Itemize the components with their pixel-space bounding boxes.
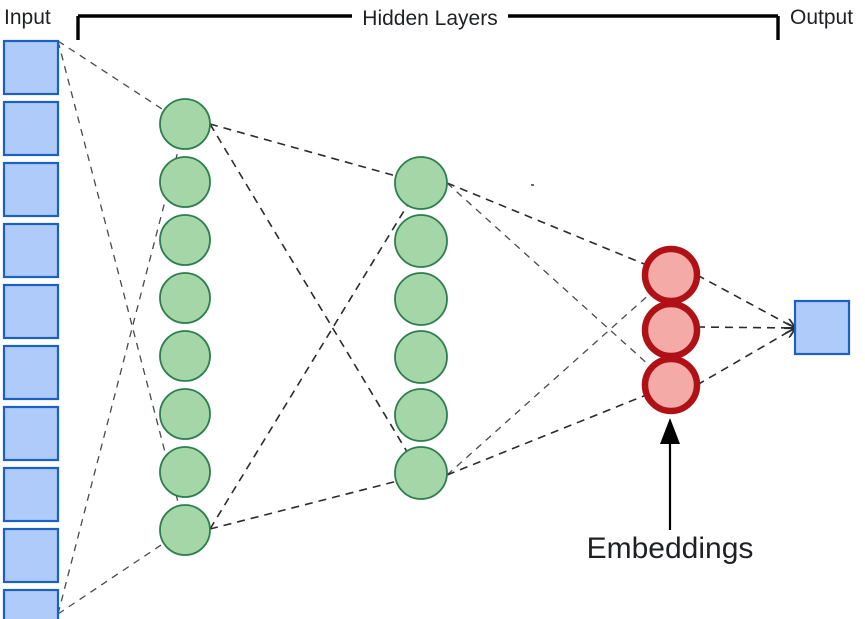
hidden-layer-1-node (159, 388, 211, 440)
input-layer-node (2, 405, 60, 462)
output-layer (793, 299, 851, 356)
connection-edge (696, 274, 795, 328)
hidden-layer-2-node (394, 272, 448, 326)
hidden-layer-2-node (394, 446, 448, 500)
hidden-layer-2-node (394, 214, 448, 268)
embeddings-annotation (531, 184, 680, 530)
connection-edge (209, 123, 421, 475)
hidden-layer-1 (159, 98, 211, 556)
hidden-layer-1-node (159, 330, 211, 382)
hidden-layer-1-node (159, 504, 211, 556)
hidden-layer-1-node (159, 446, 211, 498)
connection-edge (57, 124, 185, 615)
output-layer-node (793, 299, 851, 356)
hidden-layer-2-node (394, 330, 448, 384)
input-layer-node (2, 527, 60, 584)
connection-edge (696, 328, 795, 386)
connection-edge (209, 123, 421, 183)
hidden-layers-bracket (76, 14, 780, 40)
connection-edges (57, 40, 795, 615)
embedding-layer (641, 245, 701, 415)
embeddings-arrow-head (660, 418, 680, 444)
embedding-layer-node (641, 300, 701, 360)
hidden-layer-1-node (159, 214, 211, 266)
input-layer-node (2, 39, 60, 96)
layer-nodes (2, 39, 851, 619)
input-layer-node (2, 222, 60, 279)
connection-edge (696, 327, 795, 328)
connection-edge (209, 475, 421, 530)
input-layer-node (2, 588, 60, 619)
hidden-layers-label: Hidden Layers (362, 7, 497, 30)
hidden-layer-1-node (159, 156, 211, 208)
embeddings-label: Embeddings (587, 532, 754, 565)
input-layer-node (2, 466, 60, 523)
input-label: Input (4, 6, 51, 29)
connection-edge (446, 182, 671, 385)
connection-edge (57, 40, 185, 529)
input-layer-node (2, 100, 60, 157)
hidden-layer-1-node (159, 98, 211, 150)
embedding-layer-node (641, 355, 701, 415)
input-layer-node (2, 161, 60, 218)
output-label: Output (790, 6, 853, 29)
connection-edge (446, 182, 671, 275)
hidden-layer-2-node (394, 388, 448, 442)
hidden-layer-2 (394, 156, 448, 500)
connection-edge (209, 183, 421, 530)
hidden-layer-1-node (159, 272, 211, 324)
stray-mark (531, 184, 534, 186)
hidden-layer-2-node (394, 156, 448, 210)
connection-edge (446, 385, 671, 476)
connection-edge (446, 275, 671, 476)
embedding-layer-node (641, 245, 701, 305)
input-layer-node (2, 344, 60, 401)
input-layer (2, 39, 60, 619)
input-layer-node (2, 283, 60, 340)
